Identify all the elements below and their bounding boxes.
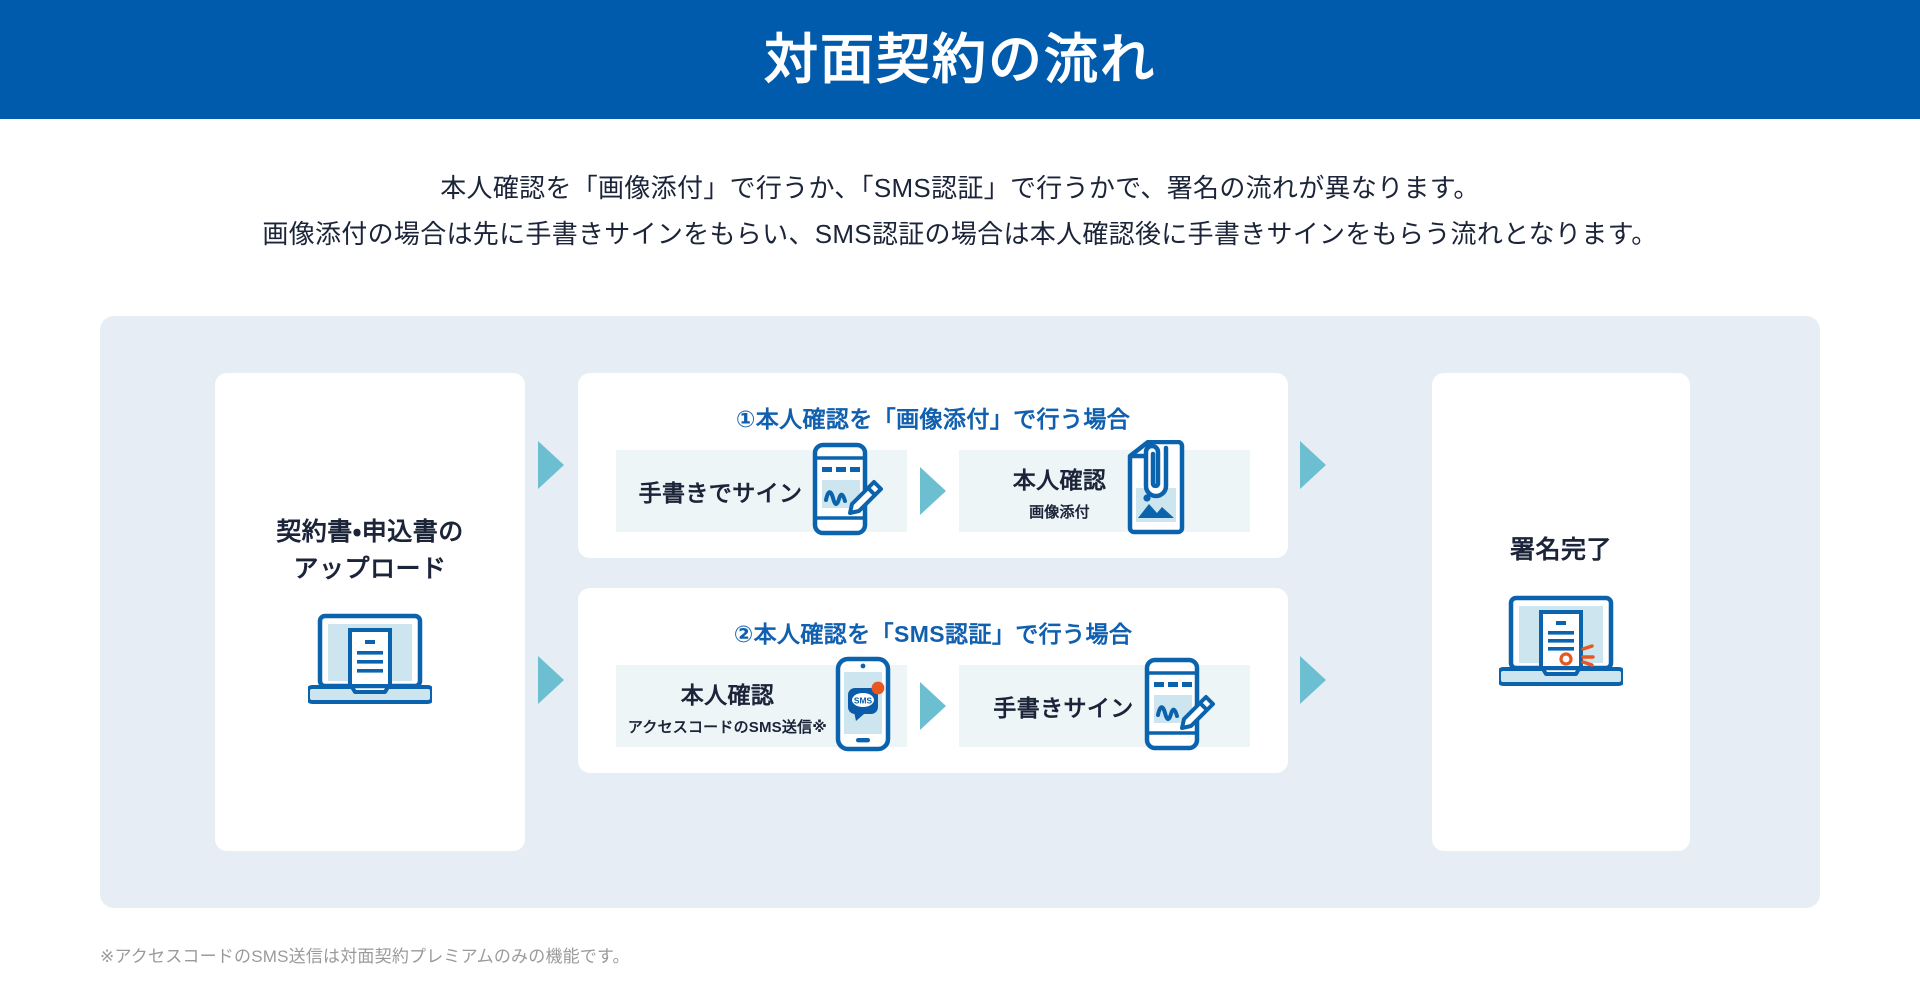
branch-one-steps: 手書きでサイン [578,439,1288,535]
finish-card: 署名完了 [1432,373,1690,851]
step-sublabel: アクセスコードのSMS送信※ [627,718,828,736]
step-label: 本人確認 [680,681,775,708]
step-handwritten-signature-1: 手書きでサイン [616,442,907,535]
footnote-text: ※アクセスコードのSMS送信は対面契約プレミアムのみの機能です。 [100,947,630,966]
step-handwritten-signature-2: 手書きサイン [959,657,1250,750]
start-card: 契約書・申込書の アップロード [215,373,525,851]
arrow-start-to-branch-one [538,441,564,489]
step-identity-sms: 本人確認 アクセスコードのSMS送信※ [616,656,907,751]
arrow-between-steps-branch-one [907,467,959,515]
branch-two-title: ②本人確認を「SMS認証」で行う場合 [733,621,1133,647]
arrow-between-steps-branch-two [907,682,959,730]
arrow-start-to-branch-two [538,656,564,704]
lead-line-1: 本人確認を「画像添付」で行うか、「SMS認証」で行うかで、署名の流れが異なります… [440,173,1480,203]
laptop-signed-document-icon [1497,595,1625,692]
page-title: 対面契約の流れ [764,29,1156,90]
svg-text:SMS: SMS [854,695,873,705]
laptop-document-icon [306,613,434,710]
branch-card-one: ①本人確認を「画像添付」で行う場合 手書きでサイン [578,373,1288,558]
branch-two-steps: 本人確認 アクセスコードのSMS送信※ [578,656,1288,751]
flow-container: 契約書・申込書の アップロード ① [100,316,1820,908]
phone-signature-icon [1144,657,1216,756]
branch-one-title: ①本人確認を「画像添付」で行う場合 [735,406,1131,432]
step-label: 手書きでサイン [638,480,803,506]
arrow-branch-two-to-finish [1300,656,1326,704]
document-attach-image-icon [1120,439,1196,543]
finish-card-title: 署名完了 [1509,536,1612,565]
phone-signature-icon [812,442,884,541]
phone-sms-icon: SMS [835,656,895,757]
step-sublabel: 画像添付 [1029,503,1090,521]
flow-diagram-panel: 契約書・申込書の アップロード ① [100,316,1820,908]
lead-description: 本人確認を「画像添付」で行うか、「SMS認証」で行うかで、署名の流れが異なります… [0,165,1920,258]
branch-card-two: ②本人確認を「SMS認証」で行う場合 本人確認 アクセスコードのSMS送信※ [578,588,1288,773]
start-card-title-line-2: アップロード [293,554,447,583]
arrow-branch-one-to-finish [1300,441,1326,489]
lead-line-2: 画像添付の場合は先に手書きサインをもらい、SMS認証の場合は本人確認後に手書きサ… [262,219,1658,250]
step-label: 本人確認 [1012,466,1107,493]
step-identity-image-attach: 本人確認 画像添付 [959,439,1250,534]
step-label: 手書きサイン [993,695,1134,721]
page-header: 対面契約の流れ [0,0,1920,119]
start-card-title: 契約書・申込書の アップロード [276,514,464,587]
start-card-title-line-1: 契約書・申込書の [276,518,464,547]
